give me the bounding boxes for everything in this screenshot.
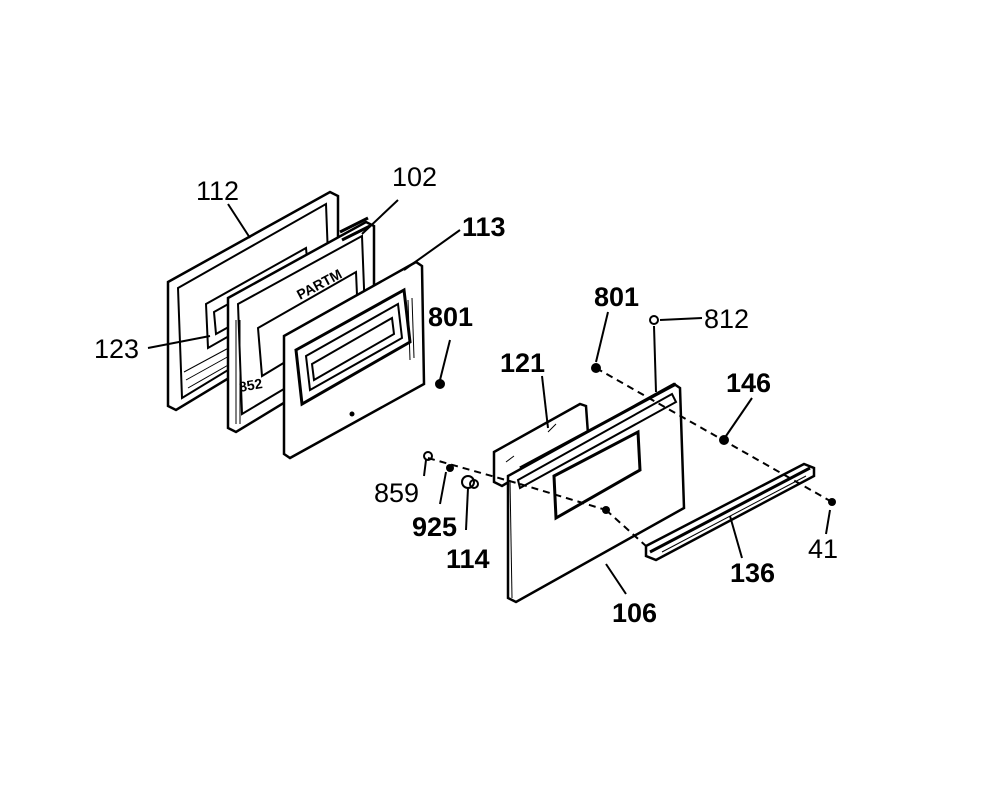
label-859: 859 (374, 478, 419, 508)
outer-door-106 (506, 382, 686, 604)
fasteners (423, 315, 836, 506)
label-123: 123 (94, 334, 139, 364)
label-113: 113 (462, 212, 506, 242)
label-812: 812 (704, 304, 749, 334)
label-136: 136 (730, 558, 775, 588)
label-801-right: 801 (594, 282, 639, 312)
label-114: 114 (446, 544, 490, 574)
label-801-left: 801 (428, 302, 473, 332)
label-121: 121 (500, 348, 545, 378)
assembly-lines (427, 367, 833, 547)
852-mark: 852 (238, 375, 264, 395)
door-handle-136 (644, 462, 816, 562)
leaders-right (423, 311, 831, 595)
label-925: 925 (412, 512, 457, 542)
label-102: 102 (392, 162, 437, 192)
label-112: 112 (196, 176, 239, 206)
label-41: 41 (808, 534, 838, 564)
leaders-left (147, 199, 461, 389)
label-146: 146 (726, 368, 771, 398)
label-106: 106 (612, 598, 657, 628)
